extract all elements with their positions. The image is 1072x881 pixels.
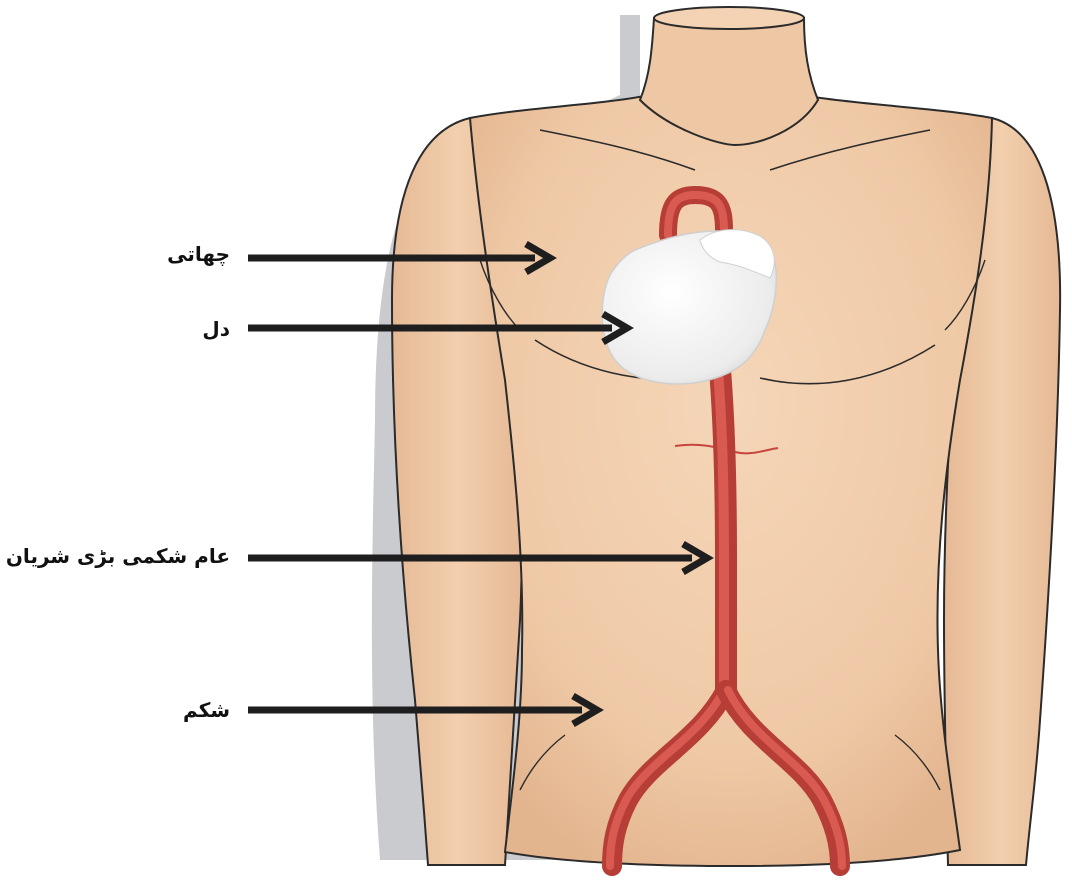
label-chest: چھاتی [167, 244, 230, 264]
label-abdomen: شکم [183, 700, 230, 720]
neck-top [654, 7, 804, 29]
label-heart: دل [202, 319, 230, 339]
label-abdominal-aorta: عام شکمی بڑی شریان [6, 546, 230, 566]
